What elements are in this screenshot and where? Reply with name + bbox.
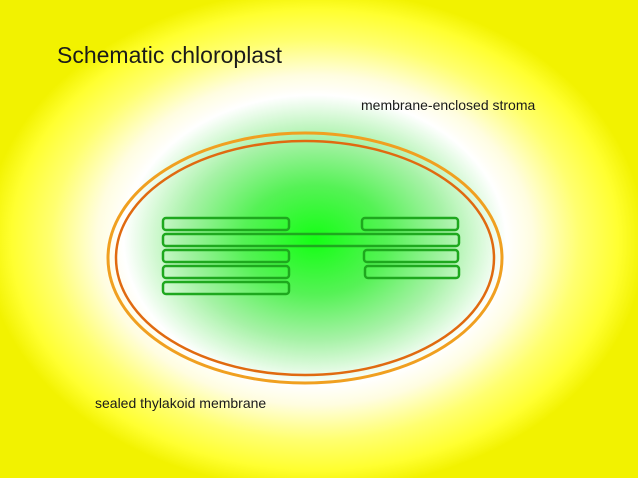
inner-membrane xyxy=(114,139,496,377)
right-granum xyxy=(360,216,461,280)
thylakoid-disc xyxy=(161,280,291,296)
thylakoid-disc xyxy=(161,216,291,232)
thylakoid-disc xyxy=(161,248,291,264)
stroma-lamella xyxy=(161,232,461,248)
stroma-label: membrane-enclosed stroma xyxy=(361,97,536,113)
thylakoid-disc xyxy=(363,264,461,280)
thylakoid-disc xyxy=(362,248,460,264)
thylakoid-membrane-label: sealed thylakoid membrane xyxy=(95,395,267,411)
left-granum xyxy=(161,216,291,296)
outer-membrane xyxy=(106,131,504,385)
diagram-title: Schematic chloroplast xyxy=(57,42,282,68)
thylakoid-disc xyxy=(161,264,291,280)
thylakoid-disc xyxy=(360,216,460,232)
